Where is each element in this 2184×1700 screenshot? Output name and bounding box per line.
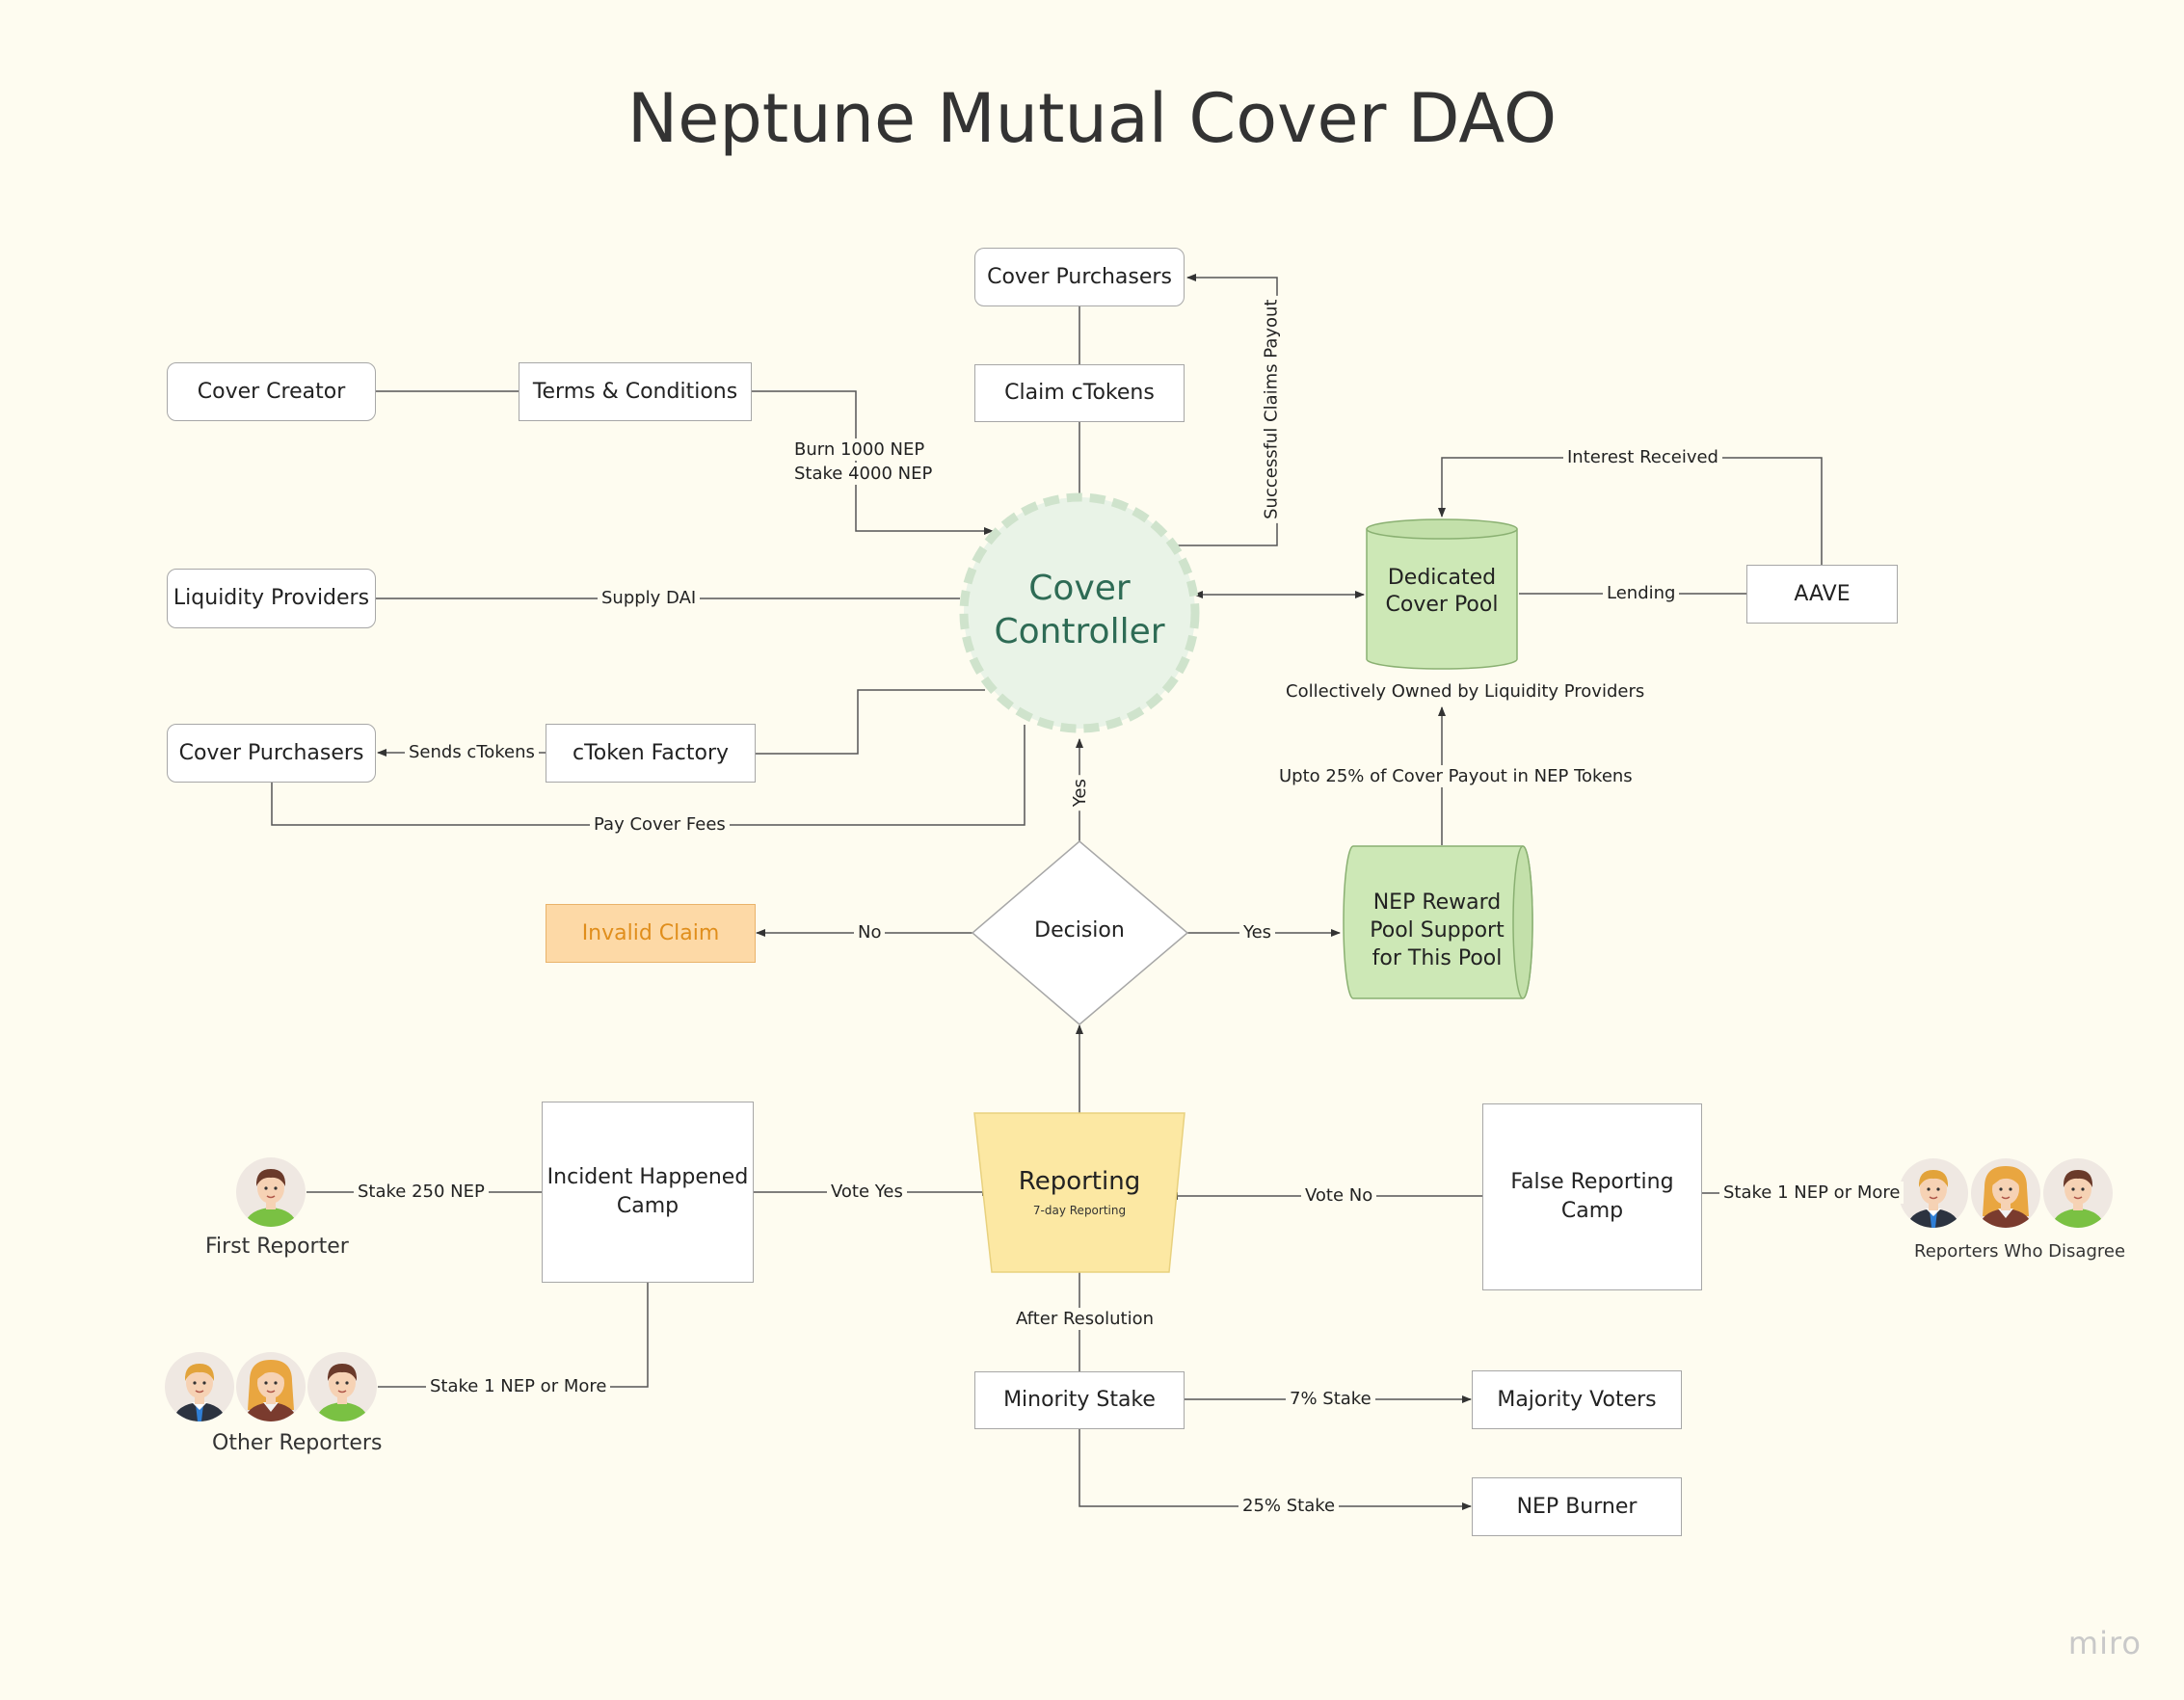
cover-purchasers-top-box: Cover Purchasers xyxy=(974,248,1185,306)
edge-stake-25 xyxy=(1079,1429,1472,1510)
incident-happened-camp-box: Incident Happened Camp xyxy=(542,1102,754,1283)
claim-ctokens-box: Claim cTokens xyxy=(974,364,1185,422)
lending-label: Lending xyxy=(1603,582,1680,605)
vote-no-label: Vote No xyxy=(1301,1184,1377,1208)
vote-yes-label: Vote Yes xyxy=(827,1181,907,1204)
stake-7-label: 7% Stake xyxy=(1286,1388,1375,1411)
stake-1-right-label: Stake 1 NEP or More xyxy=(1719,1182,1904,1205)
cover-controller-node xyxy=(959,492,1200,733)
edge-controller-factory xyxy=(756,689,985,755)
reporters-disagree-caption: Reporters Who Disagree xyxy=(1914,1241,2126,1262)
nep-reward-pool-node xyxy=(1343,845,1533,999)
disagree-reporter-avatar-3-icon xyxy=(2043,1158,2113,1228)
terms-conditions-box: Terms & Conditions xyxy=(519,362,752,421)
pay-cover-fees-label: Pay Cover Fees xyxy=(590,813,730,837)
false-reporting-camp-box: False Reporting Camp xyxy=(1482,1103,1702,1290)
nep-burner-box: NEP Burner xyxy=(1472,1477,1682,1536)
sends-ctokens-label: Sends cTokens xyxy=(405,741,539,764)
dedicated-pool-line2: Cover Pool xyxy=(1385,593,1499,617)
liquidity-providers-box: Liquidity Providers xyxy=(167,569,376,628)
minority-stake-box: Minority Stake xyxy=(974,1371,1185,1429)
yes-right-label: Yes xyxy=(1239,921,1276,944)
other-reporter-avatar-1-icon xyxy=(165,1352,234,1421)
nep-reward-pool-label: NEP Reward Pool Support for This Pool xyxy=(1344,889,1531,972)
edge-stake-1-left xyxy=(378,1282,649,1388)
decision-label: Decision xyxy=(1034,918,1125,943)
incident-camp-line1: Incident Happened xyxy=(546,1165,749,1190)
first-reporter-caption: First Reporter xyxy=(205,1235,349,1259)
decision-node xyxy=(971,840,1189,1025)
cover-controller-line1: Cover xyxy=(1028,569,1131,608)
no-label: No xyxy=(854,921,886,944)
cover-controller-line2: Controller xyxy=(994,612,1165,651)
successful-claims-label: Successful Claims Payout xyxy=(1260,295,1283,523)
reporting-label: Reporting xyxy=(1018,1167,1141,1196)
stake-nep-label: Stake 4000 NEP xyxy=(790,463,937,486)
stake-1-left-label: Stake 1 NEP or More xyxy=(426,1375,611,1398)
supply-dai-label: Supply DAI xyxy=(598,587,701,610)
disagree-reporter-avatar-2-icon xyxy=(1971,1158,2040,1228)
disagree-reporter-avatar-1-icon xyxy=(1899,1158,1968,1228)
burn-nep-label: Burn 1000 NEP xyxy=(790,438,929,462)
dedicated-pool-line1: Dedicated xyxy=(1387,566,1497,590)
majority-voters-box: Majority Voters xyxy=(1472,1370,1682,1429)
stake-250-label: Stake 250 NEP xyxy=(354,1181,489,1204)
other-reporter-avatar-2-icon xyxy=(236,1352,306,1421)
aave-box: AAVE xyxy=(1746,565,1898,624)
dedicated-cover-pool-label: Dedicated Cover Pool xyxy=(1367,565,1517,619)
dedicated-cover-pool-node xyxy=(1366,518,1518,670)
other-reporter-avatar-3-icon xyxy=(307,1352,377,1421)
ctoken-factory-box: cToken Factory xyxy=(546,724,756,783)
collectively-owned-label: Collectively Owned by Liquidity Provider… xyxy=(1286,681,1645,702)
other-reporters-caption: Other Reporters xyxy=(212,1431,383,1455)
cover-creator-box: Cover Creator xyxy=(167,362,376,421)
after-resolution-label: After Resolution xyxy=(1012,1308,1158,1331)
cover-purchasers-left-box: Cover Purchasers xyxy=(167,724,376,783)
invalid-claim-box: Invalid Claim xyxy=(546,904,756,963)
nep-reward-line1: NEP Reward xyxy=(1372,890,1502,915)
false-camp-line1: False Reporting xyxy=(1510,1170,1674,1195)
first-reporter-avatar-icon xyxy=(236,1157,306,1227)
interest-received-label: Interest Received xyxy=(1563,446,1722,469)
incident-camp-line2: Camp xyxy=(616,1194,679,1218)
miro-watermark: miro xyxy=(2067,1625,2142,1661)
reporting-sublabel: 7-day Reporting xyxy=(1032,1204,1127,1217)
diagram-title: Neptune Mutual Cover DAO xyxy=(626,79,1558,158)
false-camp-line2: Camp xyxy=(1560,1199,1624,1223)
yes-up-label: Yes xyxy=(1068,775,1092,811)
stake-25-label: 25% Stake xyxy=(1238,1495,1340,1518)
reporting-node xyxy=(973,1112,1185,1273)
nep-reward-line2: Pool Support xyxy=(1370,918,1505,943)
edge-terms-controller xyxy=(752,390,994,535)
nep-reward-line3: for This Pool xyxy=(1372,946,1503,970)
cover-controller-label: Cover Controller xyxy=(964,567,1195,653)
upto-25-label: Upto 25% of Cover Payout in NEP Tokens xyxy=(1275,765,1637,788)
